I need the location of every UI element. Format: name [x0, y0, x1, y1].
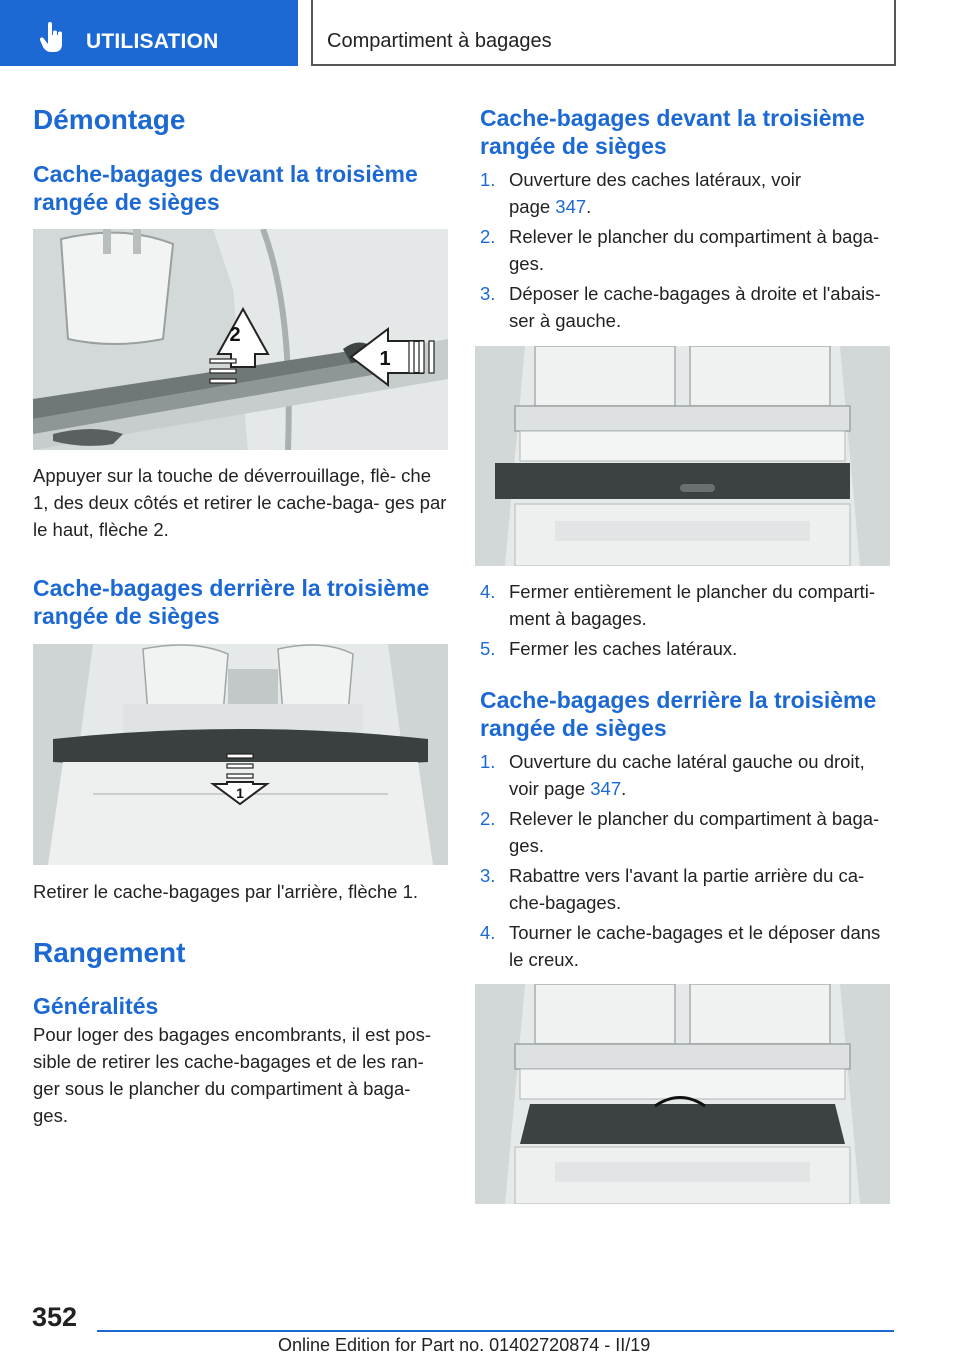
heading-generalites: Généralités: [33, 993, 159, 1019]
section-tab[interactable]: UTILISATION: [0, 0, 298, 66]
list-item: 3. Déposer le cache-bagages à droite et …: [480, 280, 895, 334]
figure-right-2: [475, 984, 890, 1204]
list-item: 2. Relever le plancher du compartiment à…: [480, 223, 895, 277]
list-number: 4.: [480, 922, 496, 943]
heading-demontage: Démontage: [33, 104, 186, 135]
list-number: 2.: [480, 226, 496, 247]
list-text: Fermer les caches latéraux.: [509, 638, 738, 659]
heading-cache-derriere: Cache-bagages derrière la troisième rang…: [33, 575, 430, 629]
list-text-cont: che-bagages.: [509, 892, 622, 913]
list-text-cont: ment à bagages.: [509, 608, 647, 629]
list-item: 3. Rabattre vers l'avant la partie arriè…: [480, 862, 895, 916]
list-text: Rabattre vers l'avant la partie arrière …: [509, 865, 865, 886]
list-text-cont: ser à gauche.: [509, 310, 622, 331]
list-text-cont: ges.: [509, 835, 544, 856]
list-text: Tourner le cache-bagages et le déposer d…: [509, 922, 881, 943]
page-number: 352: [32, 1302, 78, 1332]
list-item: 1. Ouverture des caches latéraux, voir p…: [480, 166, 895, 220]
section-label: UTILISATION: [86, 30, 219, 53]
list-text: Ouverture des caches latéraux, voir: [509, 169, 802, 190]
list-item: 1. Ouverture du cache latéral gauche ou …: [480, 748, 895, 802]
hand-pointer-icon: [40, 22, 62, 52]
heading-cache-devant: Cache-bagages devant la troisième rangée…: [33, 161, 418, 215]
para-derriere: Retirer le cache-bagages par l'arrière, …: [33, 881, 419, 902]
fig1-label-1: 1: [379, 348, 390, 370]
figure-right-1: [475, 346, 890, 566]
fig2-label-1: 1: [236, 785, 244, 801]
list-text-cont: voir page 347.: [509, 778, 627, 799]
list-text: Déposer le cache-bagages à droite et l'a…: [509, 283, 881, 304]
list-item: 4. Fermer entièrement le plancher du com…: [480, 578, 895, 632]
list-text-cont: page 347.: [509, 196, 592, 217]
chapter-tab[interactable]: Compartiment à bagages: [311, 0, 896, 66]
para-devant: Appuyer sur la touche de déverrouillage,…: [33, 465, 447, 540]
list-text: Ouverture du cache latéral gauche ou dro…: [509, 751, 865, 772]
chapter-label: Compartiment à bagages: [327, 30, 552, 52]
page-link[interactable]: 347: [590, 778, 622, 799]
figure-cache-derriere: 1: [33, 644, 448, 865]
list-number: 2.: [480, 808, 496, 829]
list-text: Relever le plancher du compartiment à ba…: [509, 226, 880, 247]
figure-cache-devant: 2 1: [33, 229, 448, 450]
list-item: 4. Tourner le cache-bagages et le dépose…: [480, 919, 895, 973]
list-text-cont: le creux.: [509, 949, 579, 970]
list-number: 3.: [480, 865, 496, 886]
list-number: 1.: [480, 751, 496, 772]
list-item: 2. Relever le plancher du compartiment à…: [480, 805, 895, 859]
heading-right-devant: Cache-bagages devant la troisième rangée…: [480, 105, 865, 159]
footer-edition: Online Edition for Part no. 01402720874 …: [278, 1335, 651, 1355]
list-number: 1.: [480, 169, 496, 190]
list-text: Fermer entièrement le plancher du compar…: [509, 581, 876, 602]
page-link[interactable]: 347: [555, 196, 587, 217]
list-number: 3.: [480, 283, 496, 304]
fig1-label-2: 2: [229, 324, 240, 346]
list-text: Relever le plancher du compartiment à ba…: [509, 808, 880, 829]
para-generalites: Pour loger des bagages encombrants, il e…: [33, 1024, 431, 1126]
footer-divider: [97, 1330, 894, 1332]
list-number: 5.: [480, 638, 496, 659]
list-number: 4.: [480, 581, 496, 602]
heading-rangement: Rangement: [33, 937, 186, 968]
list-item: 5. Fermer les caches latéraux.: [480, 635, 895, 662]
heading-right-derriere: Cache-bagages derrière la troisième rang…: [480, 687, 877, 741]
list-text-cont: ges.: [509, 253, 544, 274]
